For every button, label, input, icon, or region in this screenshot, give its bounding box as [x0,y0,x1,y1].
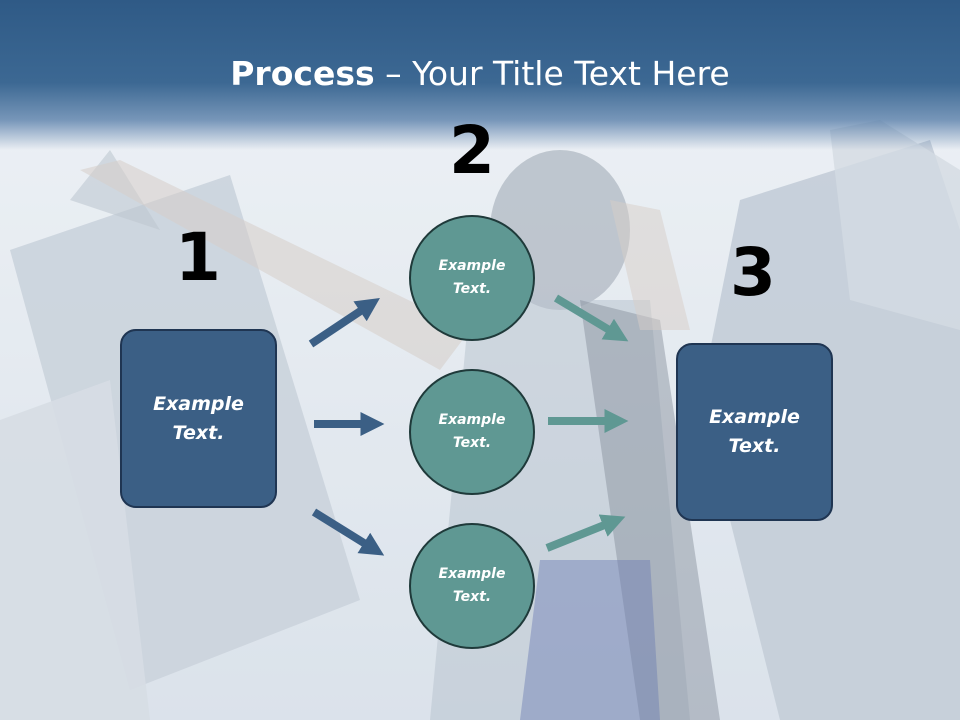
step-number-1: 1 [175,219,221,296]
arrow-box1-to-circle-top [308,298,380,348]
arrow-circle-bottom-to-box3 [545,514,626,552]
title-bar [0,0,960,150]
step-3-label: Example Text. [709,406,800,457]
slide-title: Process – Your Title Text Here [0,52,960,96]
circle-bottom: Example Text. [409,523,535,649]
circle-middle: Example Text. [409,369,535,495]
step-3-box: Example Text. [676,343,833,521]
title-bold: Process [230,54,375,93]
circle-top: Example Text. [409,215,535,341]
title-rest: – Your Title Text Here [374,54,730,93]
step-1-label: Example Text. [153,392,244,444]
circle-middle-label: Example Text. [438,412,506,451]
step-1-box: Example Text. [120,329,277,508]
step-number-3: 3 [730,234,776,311]
circle-top-label: Example Text. [438,258,506,297]
step-number-2: 2 [449,112,495,189]
arrow-box1-to-circle-bottom [311,508,385,556]
arrow-circle-top-to-box3 [553,294,629,342]
circle-bottom-label: Example Text. [438,566,506,605]
